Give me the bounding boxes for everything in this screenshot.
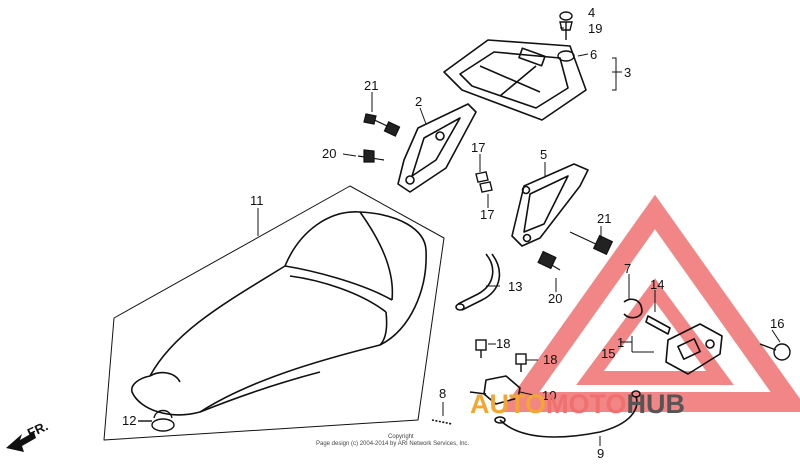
callout-numbers: 4 19 6 3 21 2 20 17 5 17 11 21 7 13 14 2…	[122, 5, 784, 461]
callout-11: 11	[250, 193, 264, 208]
callout-12: 12	[122, 413, 136, 428]
callout-19: 19	[588, 21, 602, 36]
bolts-18-16[interactable]	[475, 339, 791, 372]
nuts-washers[interactable]	[475, 11, 575, 193]
watermark-logo: AUTOMOTOHUB	[470, 389, 685, 419]
front-direction-indicator: FR.	[6, 418, 50, 452]
copyright-line2: Page design (c) 2004-2014 by ARI Network…	[316, 441, 469, 447]
callout-16: 16	[770, 316, 784, 331]
callout-13: 13	[508, 279, 522, 294]
bolts[interactable]	[357, 113, 614, 271]
watermark-part3: HUB	[627, 389, 686, 419]
front-arrow-icon	[6, 432, 36, 452]
callout-1: 1	[617, 335, 624, 350]
callout-15: 15	[601, 346, 615, 361]
callout-3: 3	[624, 65, 631, 80]
callout-21a: 21	[364, 78, 378, 93]
seat-lock-assembly[interactable]	[623, 298, 723, 375]
watermark-part1: AUTO	[470, 389, 546, 419]
front-label: FR.	[25, 418, 50, 440]
callout-4: 4	[588, 5, 595, 20]
carrier-part[interactable]	[443, 39, 587, 121]
seat-part[interactable]	[103, 185, 445, 441]
hose-part[interactable]	[455, 253, 501, 311]
callout-6: 6	[590, 47, 597, 62]
callout-8: 8	[439, 386, 446, 401]
bracket-5-part[interactable]	[511, 163, 589, 247]
callout-5: 5	[540, 147, 547, 162]
callout-17a: 17	[471, 140, 485, 155]
callout-14: 14	[650, 277, 664, 292]
bracket-10-part[interactable]	[431, 375, 521, 425]
callout-18b: 18	[543, 352, 557, 367]
callout-2: 2	[415, 94, 422, 109]
callout-18a: 18	[496, 336, 510, 351]
callout-20b: 20	[548, 291, 562, 306]
bracket-2-part[interactable]	[397, 103, 477, 193]
cable-part[interactable]	[494, 390, 641, 438]
callout-20a: 20	[322, 146, 336, 161]
callout-17b: 17	[480, 207, 494, 222]
copyright-line1: Copyright	[388, 434, 414, 440]
callout-10: 10	[542, 388, 556, 403]
watermark-part2: MOTO	[546, 389, 627, 419]
callout-7: 7	[624, 261, 631, 276]
leader-lines	[140, 27, 781, 446]
watermark-triangle	[500, 194, 800, 412]
callout-9: 9	[597, 446, 604, 461]
callout-21b: 21	[597, 211, 611, 226]
